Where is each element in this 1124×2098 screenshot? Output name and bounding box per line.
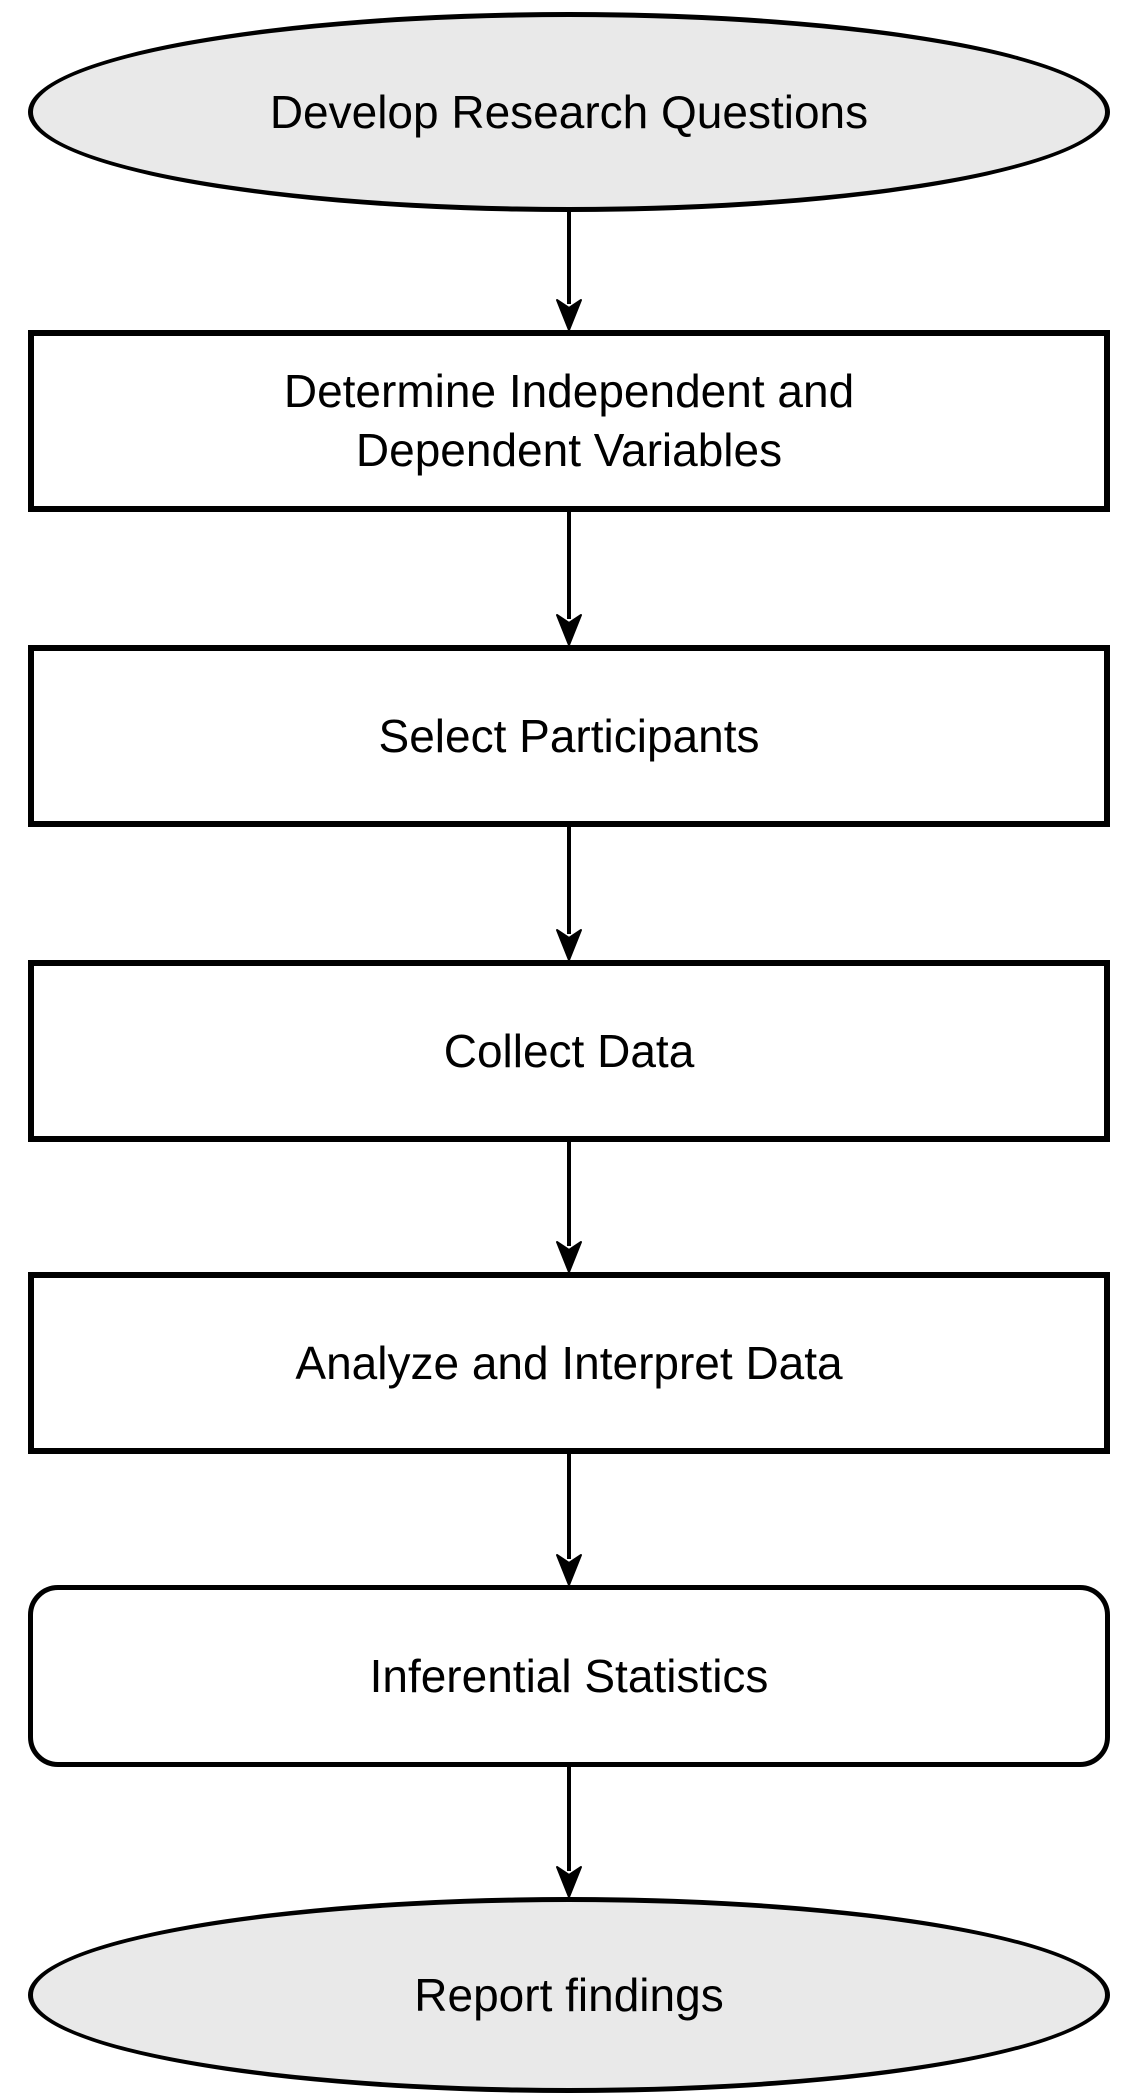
node-label: Determine Independent and Dependent Vari… <box>283 365 855 476</box>
node-label: Collect Data <box>443 1024 695 1077</box>
node-determine-variables: Determine Independent and Dependent Vari… <box>28 330 1110 512</box>
node-report-findings: Report findings <box>28 1897 1110 2093</box>
node-develop-research-questions: Develop Research Questions <box>28 12 1110 212</box>
node-label: Develop Research Questions <box>269 85 869 138</box>
node-collect-data: Collect Data <box>28 960 1110 1142</box>
arrow-variables-to-participants <box>556 512 582 646</box>
node-select-participants: Select Participants <box>28 645 1110 827</box>
arrow-analyze-to-inferential <box>556 1454 582 1586</box>
arrow-participants-to-collect <box>556 827 582 961</box>
node-label: Inferential Statistics <box>369 1649 769 1702</box>
arrow-inferential-to-report <box>556 1767 582 1898</box>
node-label: Report findings <box>414 1968 724 2021</box>
arrow-collect-to-analyze <box>556 1142 582 1273</box>
node-label: Select Participants <box>378 709 760 762</box>
node-inferential-statistics: Inferential Statistics <box>28 1585 1110 1767</box>
node-analyze-interpret-data: Analyze and Interpret Data <box>28 1272 1110 1454</box>
node-label: Analyze and Interpret Data <box>295 1336 843 1389</box>
arrow-develop-to-variables <box>556 210 582 331</box>
